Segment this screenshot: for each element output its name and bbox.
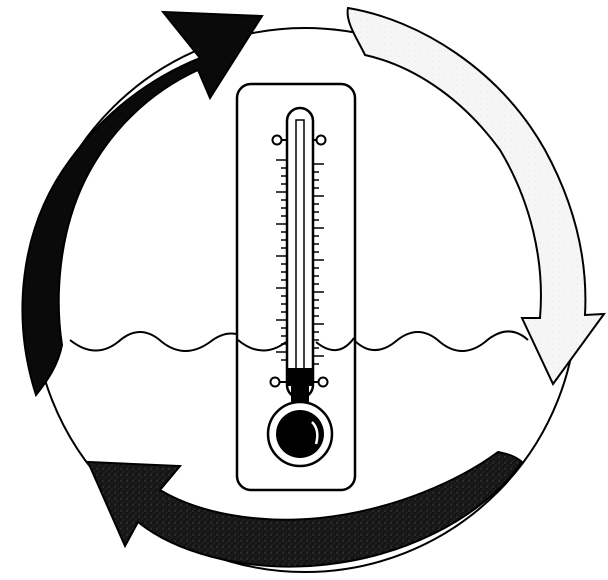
mercury-column-outline [296, 120, 304, 380]
mercury-fill [287, 368, 313, 386]
thermometer-icon [237, 84, 355, 490]
